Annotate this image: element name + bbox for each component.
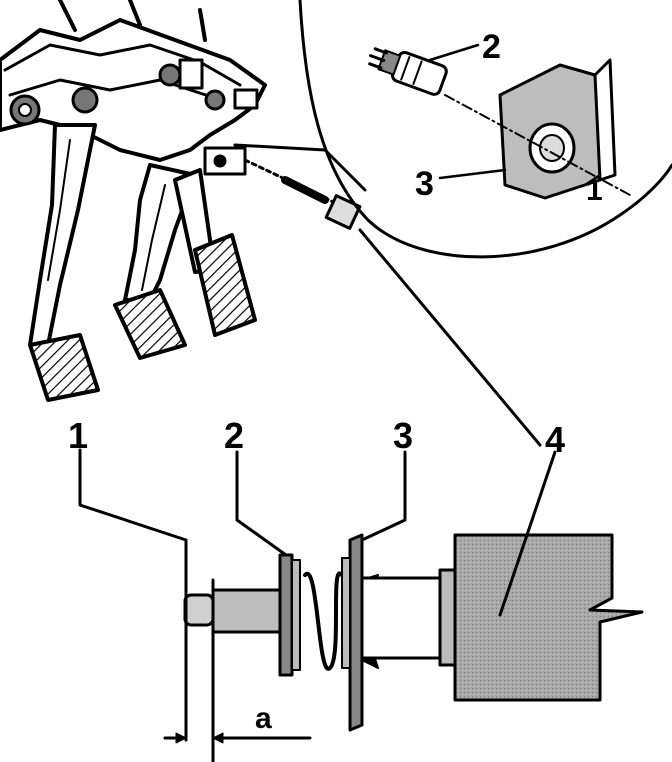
inset-switch [368,47,448,96]
detail-leader-1 [78,448,188,542]
detail-leader-4a [358,228,542,447]
clutch-pedal-pad [28,333,100,402]
accelerator-pedal-pad [193,233,257,337]
inset-callout-3: 3 [415,165,434,203]
dimension-a-label: a [255,702,272,735]
inset-callout-1: 1 [586,174,603,207]
detail-leader-2 [235,450,288,557]
detail-callout-3: 3 [393,415,413,456]
pedal-bracket [0,18,267,162]
brake-pedal-pad [113,288,187,360]
detail-leader-4b [498,450,557,617]
switch-shaft [360,576,444,660]
pedal-assembly [0,0,362,402]
detail-leader-3 [360,450,407,542]
switch-detail [78,228,644,762]
washer [278,553,294,677]
inset-border [298,0,672,259]
inset-leader-1 [583,173,602,187]
mounting-plate [348,533,364,732]
inset-leader-3 [438,168,507,180]
plunger-tip [183,593,215,627]
pedal-switch-small [324,194,362,230]
detail-callout-2: 2 [224,415,244,456]
inset-detail [233,0,672,259]
switch-housing [453,533,644,702]
inset-callout-2: 2 [482,28,501,66]
clutch-pedal-arm [28,123,97,347]
detail-callout-4: 4 [545,419,565,460]
plunger-body [211,588,290,634]
detail-callout-1: 1 [68,415,88,456]
inset-leader-2 [428,43,480,62]
